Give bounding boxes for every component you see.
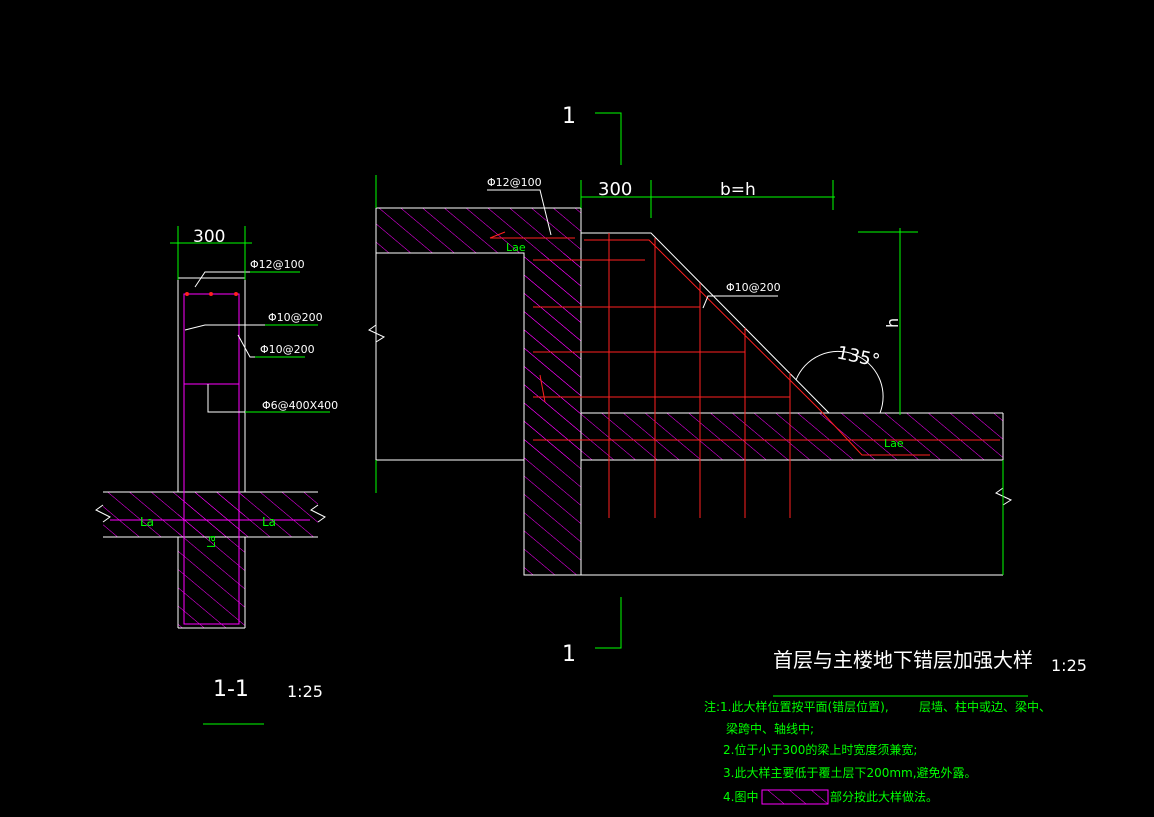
note-line1b: 层墙、柱中或边、梁中、: [919, 699, 1051, 714]
elev-dim-300: 300: [598, 179, 632, 200]
note-line4b: 部分按此大样做法。: [830, 789, 938, 804]
note-line4a: 4.图中: [723, 789, 758, 804]
note-line1a: 注:1.此大样位置按平面(错层位置),: [704, 699, 889, 714]
section-dim-300: 300: [193, 227, 225, 247]
cut-mark-top: 1: [562, 104, 576, 129]
title-block: 首层与主楼地下错层加强大样 1:25: [773, 648, 1087, 697]
elev-lae-bottom: Lae: [884, 437, 904, 450]
elevation: 1 1 300 b=h h 135° Φ12@100 Φ10@200 Lae L…: [368, 104, 1013, 667]
section-title: 1-1: [213, 677, 249, 702]
section-la-right: La: [262, 515, 276, 529]
section-rebar-top-label: Φ12@100: [250, 258, 305, 271]
elev-rebar-top-label: Φ12@100: [487, 176, 542, 189]
section-1-1: 300 Φ12@100 Φ10@200 Φ10@200 Φ6@400X400 L…: [95, 226, 338, 725]
elev-dim-h: h: [883, 318, 902, 328]
section-tie-label: Φ6@400X400: [262, 399, 338, 412]
section-column-hatch: [178, 492, 245, 628]
section-la-vertical: La: [205, 535, 218, 548]
note-line3: 3.此大样主要低于覆土层下200mm,避免外露。: [723, 765, 977, 780]
elev-rebar-slope-label: Φ10@200: [726, 281, 781, 294]
note-line2: 2.位于小于300的梁上时宽度须兼宽;: [723, 742, 917, 757]
notes: 注:1.此大样位置按平面(错层位置), 层墙、柱中或边、梁中、 梁跨中、轴线中;…: [704, 699, 1051, 805]
section-stirrup-a-label: Φ10@200: [268, 311, 323, 324]
note-hatch-swatch: [761, 789, 829, 805]
drawing-title: 首层与主楼地下错层加强大样: [773, 648, 1033, 672]
section-scale: 1:25: [287, 682, 323, 701]
cut-mark-bottom: 1: [562, 642, 576, 667]
elev-dim-b: b=h: [720, 180, 756, 200]
section-la-left: La: [140, 515, 154, 529]
elev-angle: 135°: [835, 342, 882, 372]
section-stirrup-b-label: Φ10@200: [260, 343, 315, 356]
drawing-scale: 1:25: [1051, 656, 1087, 675]
note-line1c: 梁跨中、轴线中;: [726, 721, 814, 736]
elev-lae-top: Lae: [506, 241, 526, 254]
